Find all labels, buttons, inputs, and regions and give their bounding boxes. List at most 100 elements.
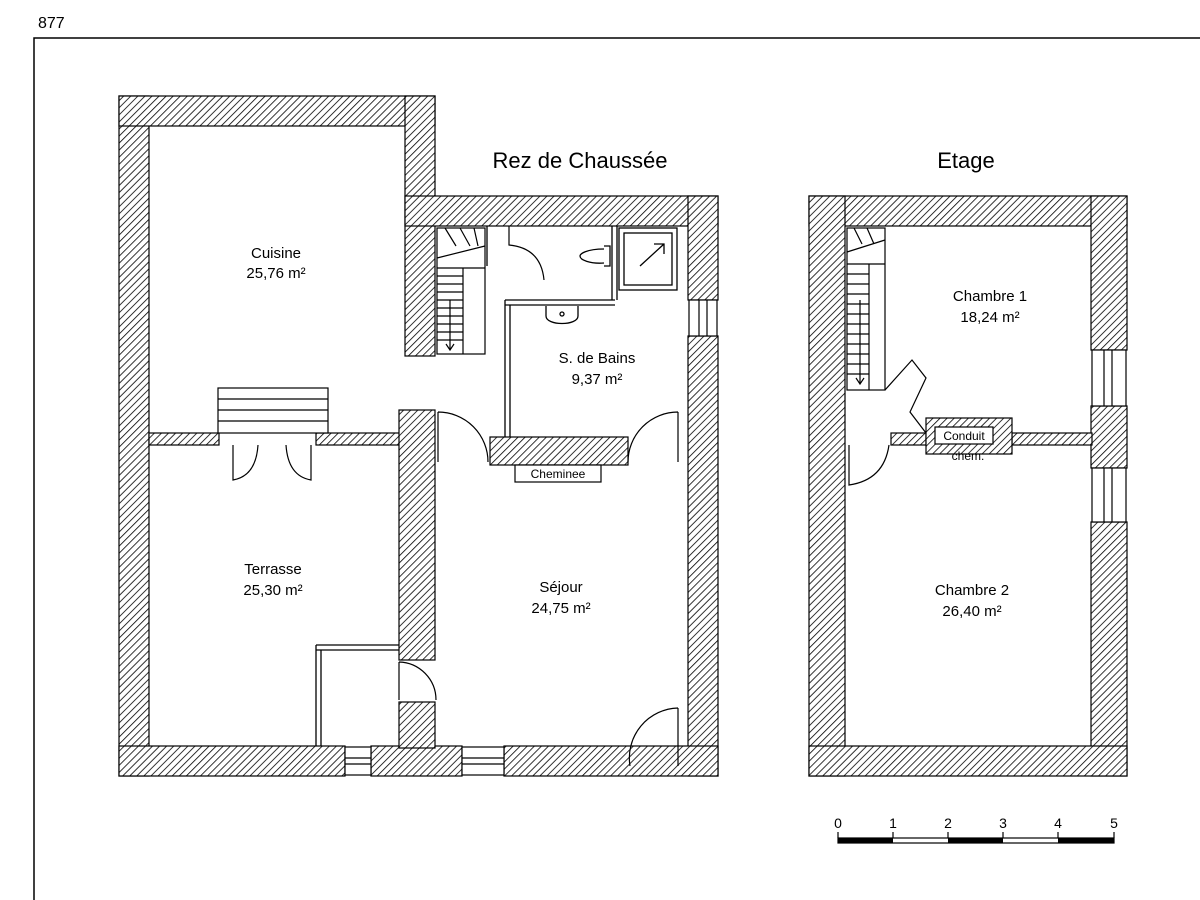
window-panes <box>345 757 371 765</box>
wall <box>118 745 346 777</box>
upper-floor-plan: Conduit chem. Etage Chambre 1 18,24 m² C… <box>808 148 1128 777</box>
toilet <box>579 245 611 267</box>
wall <box>398 409 436 661</box>
partition <box>505 299 615 306</box>
scale-label-2: 2 <box>944 815 952 831</box>
window <box>1091 467 1127 523</box>
ground-floor-windows <box>344 299 718 776</box>
wall <box>1090 195 1128 351</box>
terrace-step <box>217 387 329 434</box>
fireplace <box>489 436 629 466</box>
stair-guard <box>884 359 927 434</box>
stair-treads <box>846 227 886 390</box>
chem-label: chem. <box>952 449 985 463</box>
scale-label-0: 0 <box>834 815 842 831</box>
wall <box>148 432 220 446</box>
window-panes <box>1103 468 1113 522</box>
wall <box>315 432 407 446</box>
scale-bar-segment <box>838 838 893 843</box>
partition <box>315 644 399 746</box>
wall <box>404 195 719 227</box>
window <box>344 746 372 776</box>
upper-floor-windows <box>1091 349 1127 523</box>
bathroom-fixtures <box>545 227 678 325</box>
wall <box>808 745 1128 777</box>
window-panes <box>462 757 504 765</box>
scale-label-1: 1 <box>889 815 897 831</box>
scale-bar-segment <box>948 838 1003 843</box>
room-area-cuisine: 25,76 m² <box>246 265 305 282</box>
wall <box>687 195 719 301</box>
shower-tray <box>618 227 678 291</box>
door <box>628 707 679 767</box>
wall <box>1011 432 1093 446</box>
upper-floor-walls <box>808 195 1128 777</box>
wall <box>118 95 150 777</box>
wall <box>1090 521 1128 777</box>
door <box>848 444 890 486</box>
shower-tray-inner <box>623 232 673 286</box>
conduit-label: Conduit <box>943 429 985 443</box>
wall <box>370 745 463 777</box>
ground-floor-plan: Cheminee Rez de Chaussée Cuisine 25,76 m… <box>118 95 719 777</box>
stair-arrow <box>855 300 865 386</box>
room-area-chambre2: 26,40 m² <box>942 603 1001 620</box>
scale-label-3: 3 <box>999 815 1007 831</box>
wall <box>890 432 927 446</box>
door <box>398 661 437 701</box>
ground-floor-stairs <box>436 227 486 355</box>
sheet-frame <box>33 37 1200 900</box>
scale-bar: 0 1 2 3 4 5 <box>834 815 1118 844</box>
ground-floor-doors <box>232 226 679 767</box>
upper-floor-stairs <box>846 227 927 434</box>
wall <box>808 195 1128 227</box>
wall <box>808 195 846 777</box>
door <box>232 444 312 481</box>
upper-floor-doors <box>848 444 890 486</box>
scale-label-5: 5 <box>1110 815 1118 831</box>
step-treads <box>218 398 328 422</box>
partition <box>504 300 511 437</box>
stair-outline <box>846 227 886 391</box>
door <box>508 226 545 281</box>
fireplace-label: Cheminee <box>531 467 586 481</box>
window <box>688 299 718 337</box>
door <box>437 411 489 463</box>
wall <box>398 701 436 749</box>
scale-bar-segment <box>1058 838 1114 843</box>
wall <box>687 335 719 777</box>
room-area-bains: 9,37 m² <box>572 371 623 388</box>
room-area-chambre1: 18,24 m² <box>960 309 1019 326</box>
stair-treads <box>436 227 486 354</box>
wall <box>1090 405 1128 469</box>
sheet-number: 877 <box>38 15 65 32</box>
door <box>627 411 679 463</box>
window-panes <box>698 300 708 336</box>
ground-floor-partitions <box>315 226 618 746</box>
window <box>461 746 505 776</box>
washbasin <box>545 306 579 325</box>
scale-label-4: 4 <box>1054 815 1062 831</box>
shower-arrow <box>639 243 665 267</box>
wall <box>503 745 719 777</box>
ground-floor-walls <box>118 95 719 777</box>
ground-floor-title: Rez de Chaussée <box>493 148 668 173</box>
room-name-bains: S. de Bains <box>559 350 636 367</box>
scale-bar-ticks <box>837 832 1115 838</box>
window-panes <box>1103 350 1113 406</box>
stair-arrow <box>445 300 455 352</box>
room-name-terrasse: Terrasse <box>244 561 302 578</box>
window <box>1091 349 1127 407</box>
wall <box>118 95 436 127</box>
room-name-sejour: Séjour <box>539 579 582 596</box>
room-name-chambre1: Chambre 1 <box>953 288 1027 305</box>
fireplace-tag-box <box>514 464 602 483</box>
conduit-tag-box <box>934 426 994 445</box>
partition <box>611 226 618 300</box>
room-area-terrasse: 25,30 m² <box>243 582 302 599</box>
room-name-chambre2: Chambre 2 <box>935 582 1009 599</box>
room-area-sejour: 24,75 m² <box>531 600 590 617</box>
upper-floor-title: Etage <box>937 148 995 173</box>
washbasin-drain <box>559 311 565 317</box>
